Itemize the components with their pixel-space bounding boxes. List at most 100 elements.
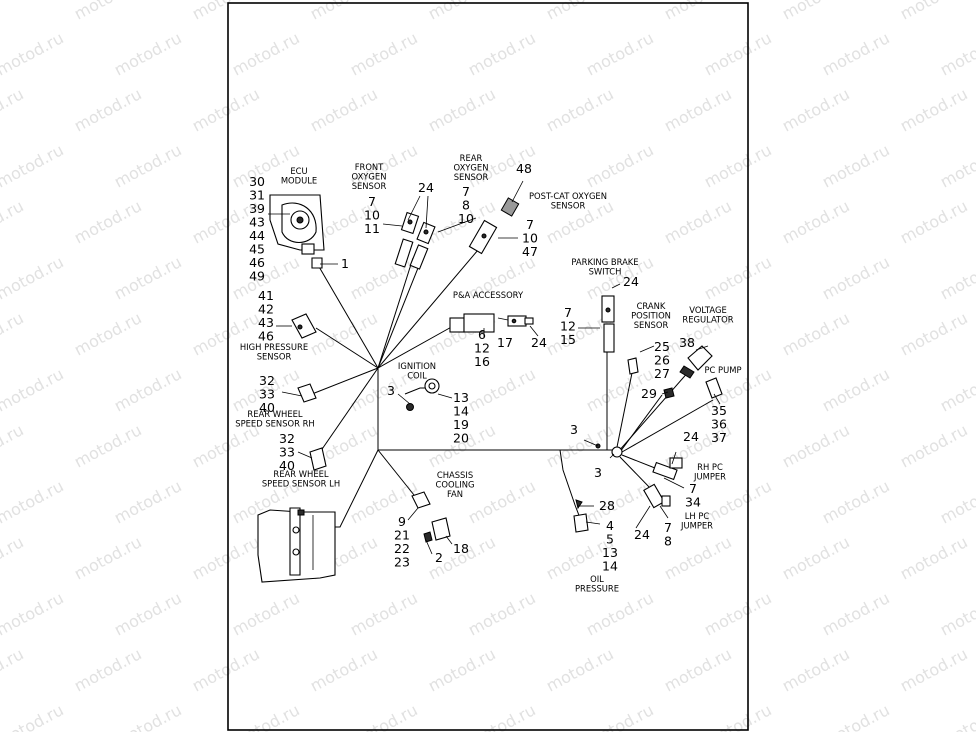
watermark-text: motod.ru <box>937 140 976 191</box>
wire-post-cat <box>377 249 479 369</box>
watermark-text: motod.ru <box>347 252 421 303</box>
watermark-text: motod.ru <box>307 84 381 135</box>
watermark-text: motod.ru <box>779 420 853 471</box>
watermark-text: motod.ru <box>701 140 775 191</box>
callout-number-rh-pc-24: 24 <box>683 429 699 444</box>
watermark-text: motod.ru <box>189 84 263 135</box>
parking-brake-switch <box>601 295 615 353</box>
component-label-post-cat: SENSOR <box>551 201 586 211</box>
watermark-text: motod.ru <box>701 588 775 639</box>
watermark-text: motod.ru <box>71 0 145 24</box>
component-label-lh-pc: JUMPER <box>680 521 713 531</box>
component-label-front-o2: FRONT <box>355 162 384 172</box>
component-label-ignition: IGNITION <box>398 361 436 371</box>
callout-number-post-cat: 10 <box>522 231 538 246</box>
component-label-crank: CRANK <box>637 301 666 311</box>
watermark-text: motod.ru <box>0 0 27 24</box>
component-label-post-cat: POST-CAT OXYGEN <box>529 191 607 201</box>
callout-number-rear-wheel-rh: 33 <box>259 387 275 402</box>
watermark-text: motod.ru <box>897 0 971 24</box>
component-label-rh-pc: JUMPER <box>693 472 726 482</box>
callout-number-lh-pc: 8 <box>664 534 672 549</box>
component-label-ecu: MODULE <box>281 176 317 186</box>
watermark-text: motod.ru <box>583 28 657 79</box>
watermark-text: motod.ru <box>347 28 421 79</box>
component-label-front-o2: OXYGEN <box>352 172 387 182</box>
watermark-text: motod.ru <box>583 700 657 732</box>
watermark-text: motod.ru <box>543 84 617 135</box>
watermark-text: motod.ru <box>661 532 735 583</box>
watermark-text: motod.ru <box>465 476 539 527</box>
callout-number-pc-pump: 35 <box>711 403 727 418</box>
watermark-text: motod.ru <box>465 28 539 79</box>
callout-number-rh-pc: 34 <box>685 495 701 510</box>
watermark-text: motod.ru <box>229 700 303 732</box>
callout-number-fan: 9 <box>398 514 406 529</box>
watermark-text: motod.ru <box>0 700 67 732</box>
chassis-cooling-fan <box>411 491 451 543</box>
callout-number-parking-24: 24 <box>623 274 639 289</box>
component-label-rear-wheel-lh: SPEED SENSOR LH <box>262 479 340 489</box>
watermark-text: motod.ru <box>819 588 893 639</box>
callout-number-parking: 7 <box>564 305 572 320</box>
component-label-chassis-fan: COOLING <box>436 480 475 490</box>
callout-number-voltage: 38 <box>679 335 695 350</box>
watermark-text: motod.ru <box>111 700 185 732</box>
callout-number-front-o2: 11 <box>364 221 380 236</box>
callout-number-fan-2: 2 <box>435 550 443 565</box>
rh-pc-jumper <box>652 457 683 481</box>
watermark-text: motod.ru <box>701 252 775 303</box>
component-label-oil-pressure: OIL <box>590 574 604 584</box>
callout-number-crank: 27 <box>654 366 670 381</box>
component-label-voltage: REGULATOR <box>682 315 733 325</box>
watermark-text: motod.ru <box>0 28 67 79</box>
watermark-text: motod.ru <box>0 532 27 583</box>
annotation-text: ECUMODULEFRONTOXYGENSENSORREAROXYGENSENS… <box>235 153 741 594</box>
component-label-rear-o2: REAR <box>460 153 483 163</box>
wire-pa <box>377 324 456 369</box>
wire-pc-pump <box>621 399 714 453</box>
watermark-text: motod.ru <box>779 0 853 24</box>
component-label-rear-wheel-rh: SPEED SENSOR RH <box>235 419 314 429</box>
harness-wires <box>311 247 714 528</box>
callout-number-fan: 23 <box>394 555 410 570</box>
watermark-text: motod.ru <box>897 532 971 583</box>
rear-wheel-speed-sensor-lh <box>309 447 327 471</box>
component-label-crank: SENSOR <box>634 320 669 330</box>
component-label-ignition: COIL <box>407 371 427 381</box>
watermark-text: motod.ru <box>897 196 971 247</box>
watermark-text: motod.ru <box>465 700 539 732</box>
wire-crank <box>615 367 634 453</box>
callout-number-parking: 12 <box>560 319 576 334</box>
callout-number-ignition-3: 3 <box>387 383 395 398</box>
watermark-text: motod.ru <box>0 364 67 415</box>
watermark-text: motod.ru <box>347 700 421 732</box>
watermark-text: motod.ru <box>111 140 185 191</box>
component-label-chassis-fan: FAN <box>447 489 463 499</box>
wire-rh-pc <box>621 454 661 471</box>
watermark-text: motod.ru <box>189 532 263 583</box>
callout-number-pa-17: 17 <box>497 335 513 350</box>
callout-number-ecu: 49 <box>249 269 265 284</box>
watermark-text: motod.ru <box>897 84 971 135</box>
callout-number-oil: 13 <box>602 545 618 560</box>
watermark-text: motod.ru <box>425 644 499 695</box>
watermark-text: motod.ru <box>347 476 421 527</box>
front-oxygen-sensor <box>394 211 420 268</box>
watermark-text: motod.ru <box>661 84 735 135</box>
callout-number-front-o2: 10 <box>364 208 380 223</box>
watermark-text: motod.ru <box>819 364 893 415</box>
callout-number-ecu: 30 <box>249 174 265 189</box>
callout-number-high-pressure: 41 <box>258 288 274 303</box>
frame-bracket <box>257 507 336 583</box>
callout-number-crank: 25 <box>654 339 670 354</box>
watermark-text: motod.ru <box>543 644 617 695</box>
pc-pump <box>705 377 723 399</box>
callout-number-rear-wheel-lh: 32 <box>279 431 295 446</box>
high-pressure-sensor <box>291 313 317 339</box>
watermark-text: motod.ru <box>819 252 893 303</box>
callout-number-oil: 5 <box>606 532 614 547</box>
watermark-text: motod.ru <box>111 588 185 639</box>
component-label-lh-pc: LH PC <box>685 511 710 521</box>
callout-number-high-pressure: 42 <box>258 302 274 317</box>
